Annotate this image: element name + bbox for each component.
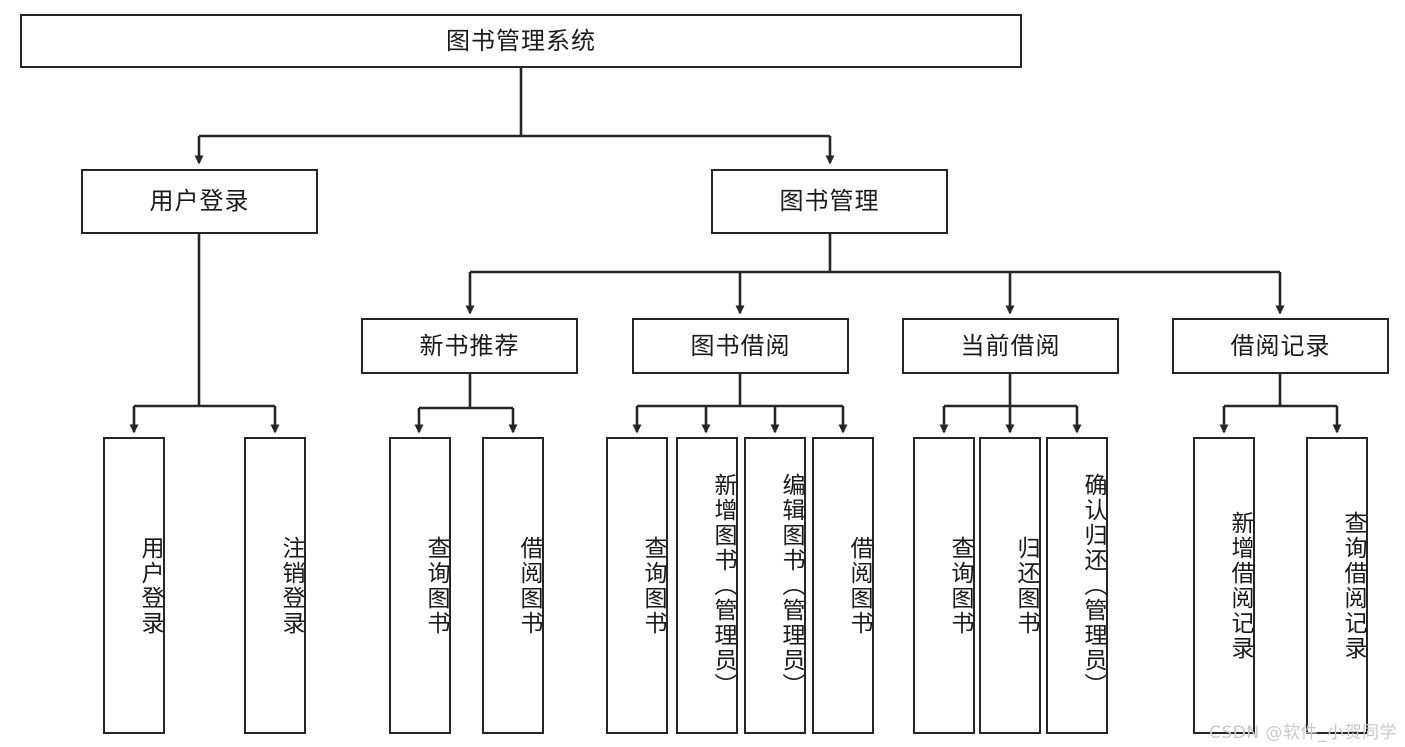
node-label: 编辑图书（管理员） [778,473,804,698]
leaf-book-borrow-query[interactable]: 查询图书 [606,437,668,734]
csdn-watermark: CSDN @软件_小贺同学 [1209,723,1397,743]
node-label: 查询图书 [423,535,449,636]
leaf-current-borrow-confirm-return[interactable]: 确认归还（管理员） [1046,437,1108,734]
node-label: 图书管理系统 [446,26,596,55]
node-root-system[interactable]: 图书管理系统 [20,14,1022,68]
node-borrow-record[interactable]: 借阅记录 [1172,318,1389,374]
node-label: 注销登录 [278,535,304,636]
leaf-new-book-query[interactable]: 查询图书 [389,437,451,734]
node-label: 借阅记录 [1230,331,1331,360]
leaf-book-borrow-add[interactable]: 新增图书（管理员） [676,437,738,734]
node-label: 借阅图书 [516,535,542,636]
node-label: 图书管理 [779,187,880,216]
leaf-borrow-record-query[interactable]: 查询借阅记录 [1306,437,1368,734]
node-label: 借阅图书 [846,535,872,636]
node-label: 用户登录 [137,535,163,636]
node-current-borrow[interactable]: 当前借阅 [902,318,1119,374]
leaf-user-login-logout[interactable]: 注销登录 [244,437,306,734]
node-new-book-recommend[interactable]: 新书推荐 [361,318,578,374]
node-book-borrow[interactable]: 图书借阅 [632,318,849,374]
leaf-current-borrow-query[interactable]: 查询图书 [913,437,975,734]
node-label: 新书推荐 [419,331,520,360]
leaf-current-borrow-return[interactable]: 归还图书 [979,437,1041,734]
leaf-book-borrow-borrow[interactable]: 借阅图书 [812,437,874,734]
leaf-new-book-borrow[interactable]: 借阅图书 [482,437,544,734]
node-label: 新增借阅记录 [1227,510,1253,661]
node-label: 新增图书（管理员） [710,473,736,698]
leaf-borrow-record-add[interactable]: 新增借阅记录 [1193,437,1255,734]
node-label: 确认归还（管理员） [1080,473,1106,698]
node-book-management[interactable]: 图书管理 [711,169,948,234]
leaf-user-login-login[interactable]: 用户登录 [103,437,165,734]
node-label: 当前借阅 [960,331,1061,360]
node-label: 图书借阅 [690,331,791,360]
node-label: 查询借阅记录 [1340,510,1366,661]
node-label: 用户登录 [149,187,250,216]
node-user-login[interactable]: 用户登录 [81,169,318,234]
node-label: 归还图书 [1013,535,1039,636]
leaf-book-borrow-edit[interactable]: 编辑图书（管理员） [744,437,806,734]
node-label: 查询图书 [947,535,973,636]
node-label: 查询图书 [640,535,666,636]
